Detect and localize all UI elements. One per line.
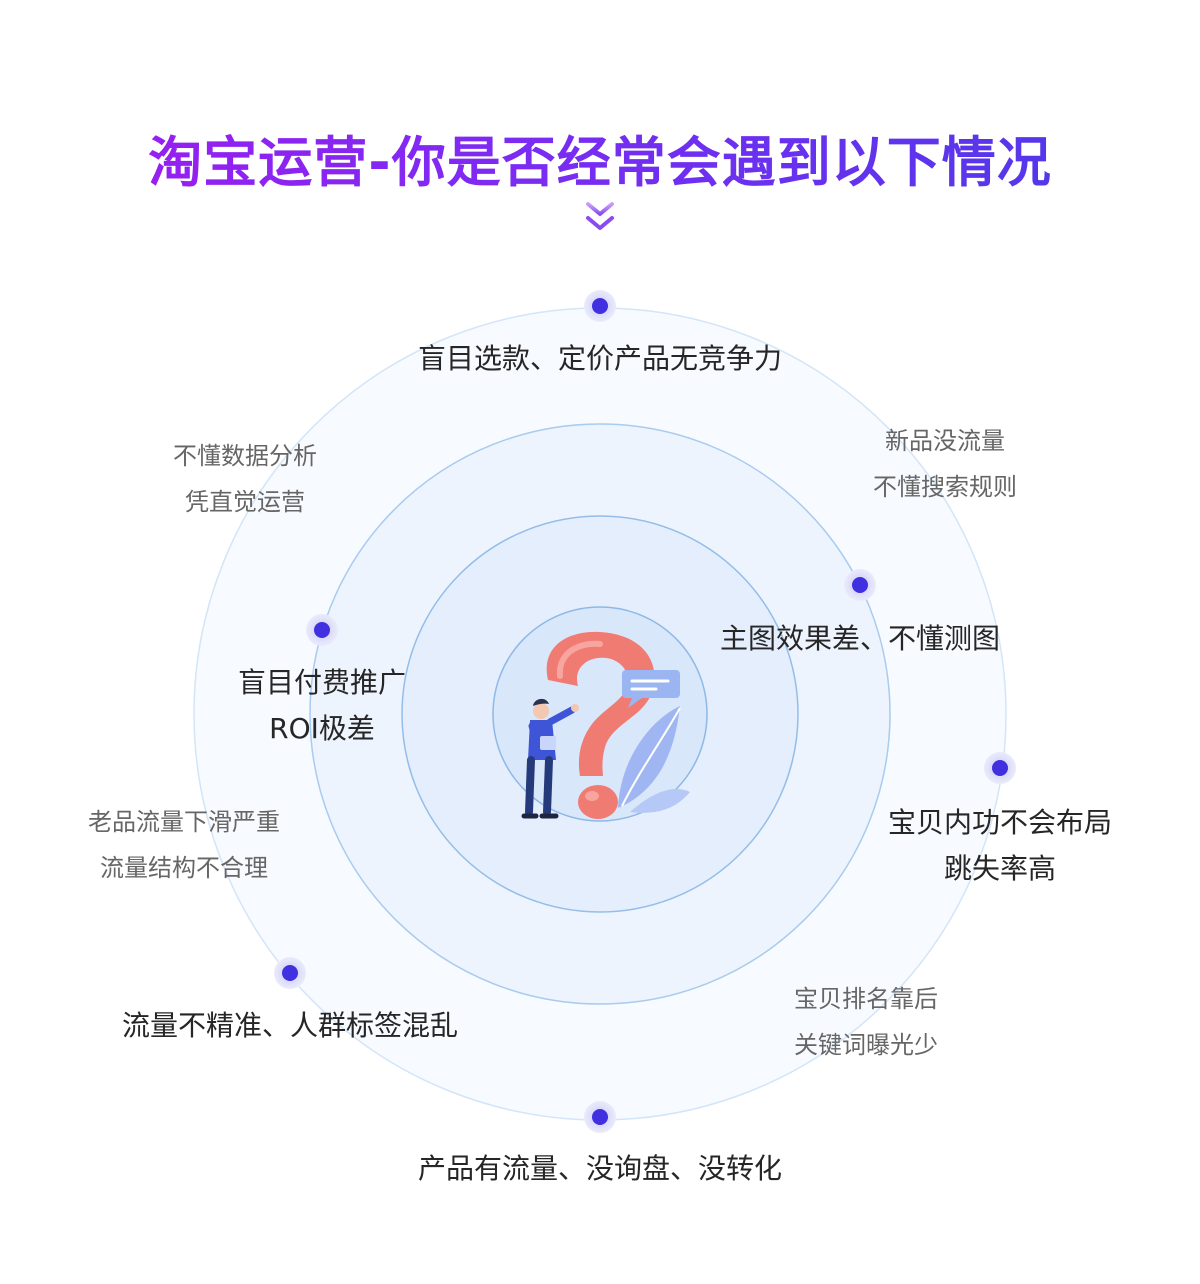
question-mark-person-illustration (521, 631, 690, 819)
dot-marker (584, 290, 616, 322)
note-top-right: 新品没流量 不懂搜索规则 (873, 427, 1017, 501)
dot-marker (274, 957, 306, 989)
double-chevron-down-icon (586, 202, 614, 230)
note-left: 老品流量下滑严重 流量结构不合理 (88, 808, 280, 882)
issue-right-upper: 主图效果差、不懂测图 (719, 622, 1000, 655)
note-top-left: 不懂数据分析 凭直觉运营 (173, 442, 317, 516)
dot-marker (984, 752, 1016, 784)
issue-left-upper: 盲目付费推广 ROI极差 (237, 666, 406, 745)
issue-right-lower: 宝贝内功不会布局 跳失率高 (887, 806, 1112, 885)
issue-left-lower: 流量不精准、人群标签混乱 (121, 1009, 458, 1042)
dot-marker (584, 1101, 616, 1133)
dot-marker (306, 614, 338, 646)
note-bottom-right: 宝贝排名靠后 关键词曝光少 (794, 985, 938, 1059)
page-title: 淘宝运营-你是否经常会遇到以下情况 (0, 118, 1200, 197)
issue-bottom: 产品有流量、没询盘、没转化 (417, 1152, 782, 1185)
dot-marker (844, 569, 876, 601)
issue-top: 盲目选款、定价产品无竞争力 (417, 342, 782, 375)
